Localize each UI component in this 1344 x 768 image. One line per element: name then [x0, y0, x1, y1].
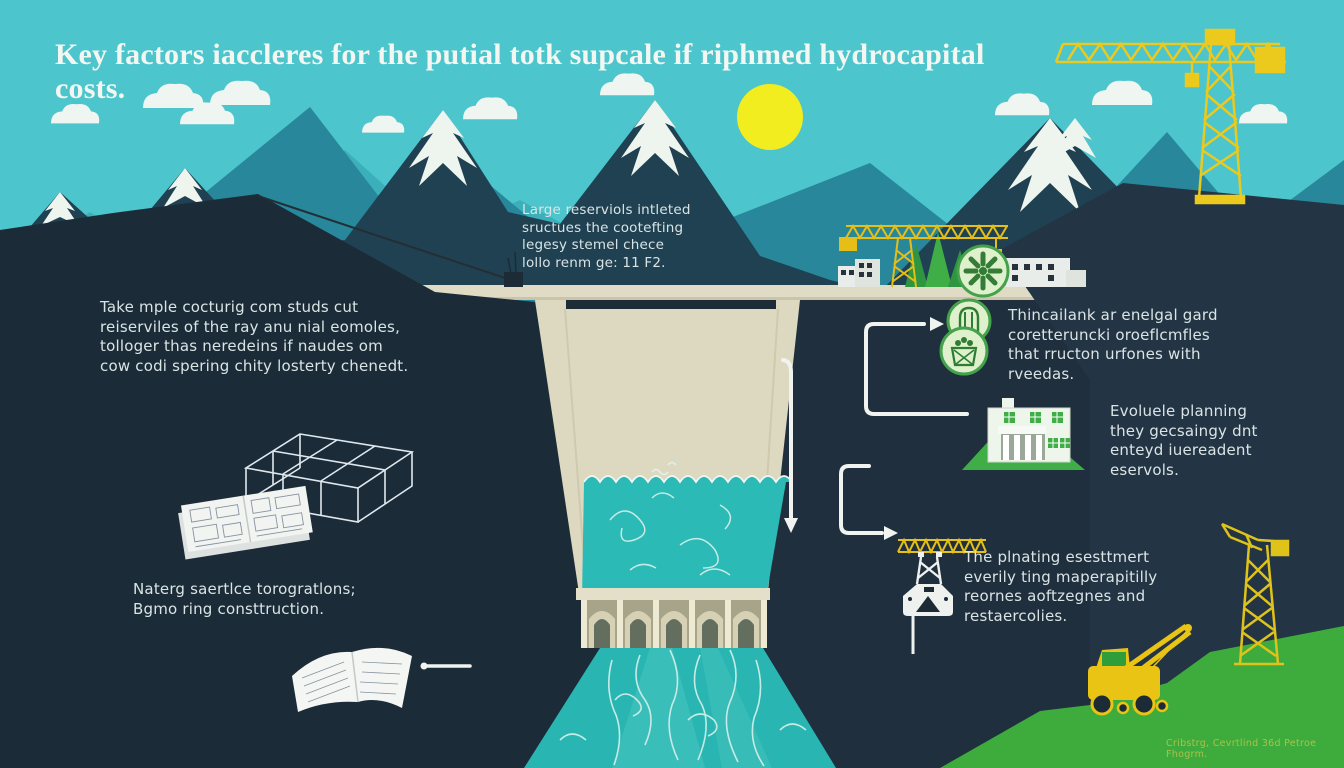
snow-caps: [41, 100, 1096, 226]
sun-icon: [737, 84, 803, 150]
arrow-heads: [420, 317, 944, 670]
reservoir-water: [582, 461, 793, 598]
page-title: Key factors iaccleres for the putial tot…: [55, 38, 985, 105]
open-plan-book-icon: [292, 647, 412, 712]
excavator-icon: [1088, 623, 1192, 716]
white-derrick-crane-icon: [897, 537, 987, 654]
outflow-river: [524, 648, 836, 768]
note-grid-connection: Thincailank ar enelgal gard coretterunck…: [1008, 306, 1218, 383]
note-construction: Naterg saertlce torogratlons; Bgmo ring …: [133, 580, 356, 618]
crest-buildings: [838, 258, 1086, 287]
clouds: [51, 73, 1288, 133]
left-foreground-hill: [0, 194, 610, 768]
wireframe-structure-icon: [243, 433, 415, 523]
note-reservoir: Large reserviols intleted sructues the c…: [522, 202, 691, 271]
arrow-path-to-derrick: [839, 464, 884, 535]
note-assessment: The plnating esesttmert everily ting map…: [964, 548, 1158, 625]
flow-arrows: [422, 322, 969, 668]
note-left-costs: Take mple cocturig com studs cut reiserv…: [100, 298, 409, 375]
arrow-path-dam-down: [781, 358, 793, 520]
lattice-crane-icon: [1220, 522, 1290, 666]
turbine-gear-icon: [956, 244, 1010, 298]
arrow-path-building-to-icons: [864, 322, 969, 416]
dam-crest-shadow: [243, 297, 1058, 300]
right-foreground-mountain: [1000, 183, 1344, 768]
footer-credit: Cribstrg, Cevrtlind 36d Petroe Fhogrm.: [1166, 738, 1317, 760]
administration-building-icon: [962, 398, 1085, 470]
note-planning: Evoluele planning they gecsaingy dnt ent…: [1110, 402, 1258, 479]
sustainability-basket-icon: [939, 326, 989, 376]
tower-crane-icon: [1054, 28, 1286, 205]
blueprint-sheets-icon: [178, 485, 313, 560]
power-line: [257, 195, 523, 287]
dam-spillway-arches: [576, 588, 770, 648]
